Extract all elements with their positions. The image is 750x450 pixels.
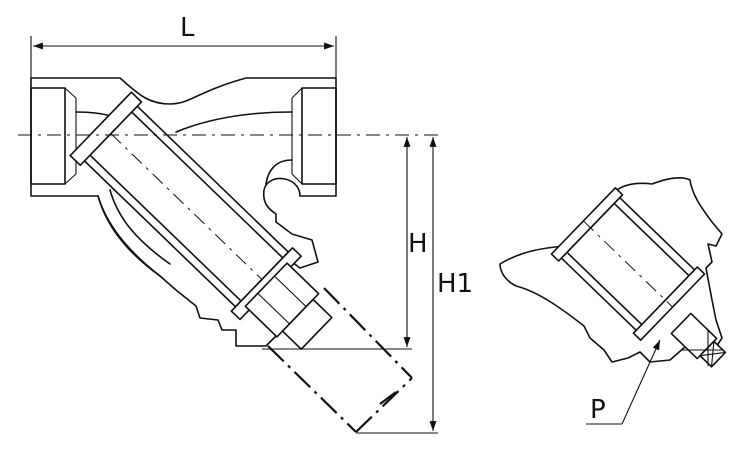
dimension-h1: H1 xyxy=(429,137,473,431)
dimension-l: L xyxy=(30,13,337,78)
dimension-h1-label: H1 xyxy=(437,269,473,299)
drain-plug xyxy=(670,312,727,368)
dimension-h: H xyxy=(403,137,428,347)
dimension-l-label: L xyxy=(180,13,195,43)
detail-view xyxy=(499,177,727,368)
port-p-label: P xyxy=(590,395,606,425)
dimension-h-label: H xyxy=(408,229,428,259)
port-p-callout: P xyxy=(586,339,661,425)
strainer-cap xyxy=(244,262,333,350)
screen-removal-phantom xyxy=(267,287,413,433)
